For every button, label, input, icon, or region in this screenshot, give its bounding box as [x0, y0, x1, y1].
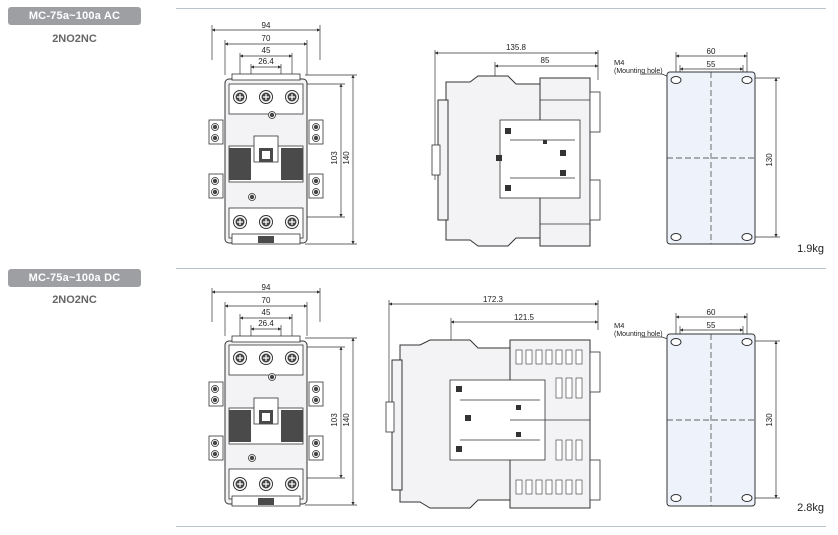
dim-height-103: 103	[330, 151, 339, 165]
contact-config-dc: 2NO2NC	[52, 294, 97, 306]
dim-width-45: 45	[262, 308, 271, 317]
mounting-hole-note: (Mounting hole)	[614, 331, 663, 338]
model-badge-dc: MC-75a~100a DC	[8, 269, 141, 287]
dim-hole-60: 60	[707, 47, 716, 56]
model-label: MC-75a~100a DC	[28, 272, 121, 284]
dim-depth-172-3: 172.3	[483, 295, 504, 304]
dim-height-103: 103	[330, 413, 339, 427]
mount-view-ac: 60 55 130 M4 (Mounting hole)	[614, 47, 780, 245]
dim-height-140: 140	[342, 413, 351, 427]
top-divider	[176, 8, 826, 9]
dim-width-45: 45	[262, 46, 271, 55]
dim-hole-60: 60	[707, 308, 716, 317]
dim-hole-55: 55	[707, 60, 716, 69]
mount-view-dc: 60 55 130 M4 (Mounting hole)	[614, 308, 780, 507]
dim-width-94: 94	[262, 21, 271, 30]
dim-width-70: 70	[262, 296, 271, 305]
dim-hole-130: 130	[765, 413, 774, 427]
dim-height-140: 140	[342, 151, 351, 165]
side-view-ac: 135.8 85	[431, 43, 601, 247]
front-view-dc: 94 70 45 26.4 103 140	[208, 283, 357, 507]
dim-hole-130: 130	[765, 153, 774, 167]
dim-width-70: 70	[262, 34, 271, 43]
dim-depth-121-5: 121.5	[514, 313, 535, 322]
contact-config-ac: 2NO2NC	[52, 33, 97, 45]
weight-ac: 1.9kg	[797, 243, 824, 255]
mounting-hole-note: (Mounting hole)	[614, 68, 663, 75]
dim-width-94: 94	[262, 283, 271, 292]
model-label: MC-75a~100a AC	[28, 10, 121, 22]
dim-width-26-4: 26.4	[258, 319, 274, 328]
dim-width-26-4: 26.4	[258, 57, 274, 66]
mounting-hole-label: M4	[614, 321, 624, 330]
front-view-ac: 94 70 45 26.4 103 140	[208, 21, 357, 245]
middle-divider	[176, 268, 826, 269]
side-view-dc: 172.3 121.5	[385, 295, 601, 509]
model-badge-ac: MC-75a~100a AC	[8, 7, 141, 25]
weight-dc: 2.8kg	[797, 502, 824, 514]
dim-depth-85: 85	[541, 56, 550, 65]
mounting-hole-label: M4	[614, 58, 624, 67]
dim-hole-55: 55	[707, 321, 716, 330]
dim-depth-135-8: 135.8	[506, 43, 527, 52]
bottom-divider	[176, 526, 826, 527]
